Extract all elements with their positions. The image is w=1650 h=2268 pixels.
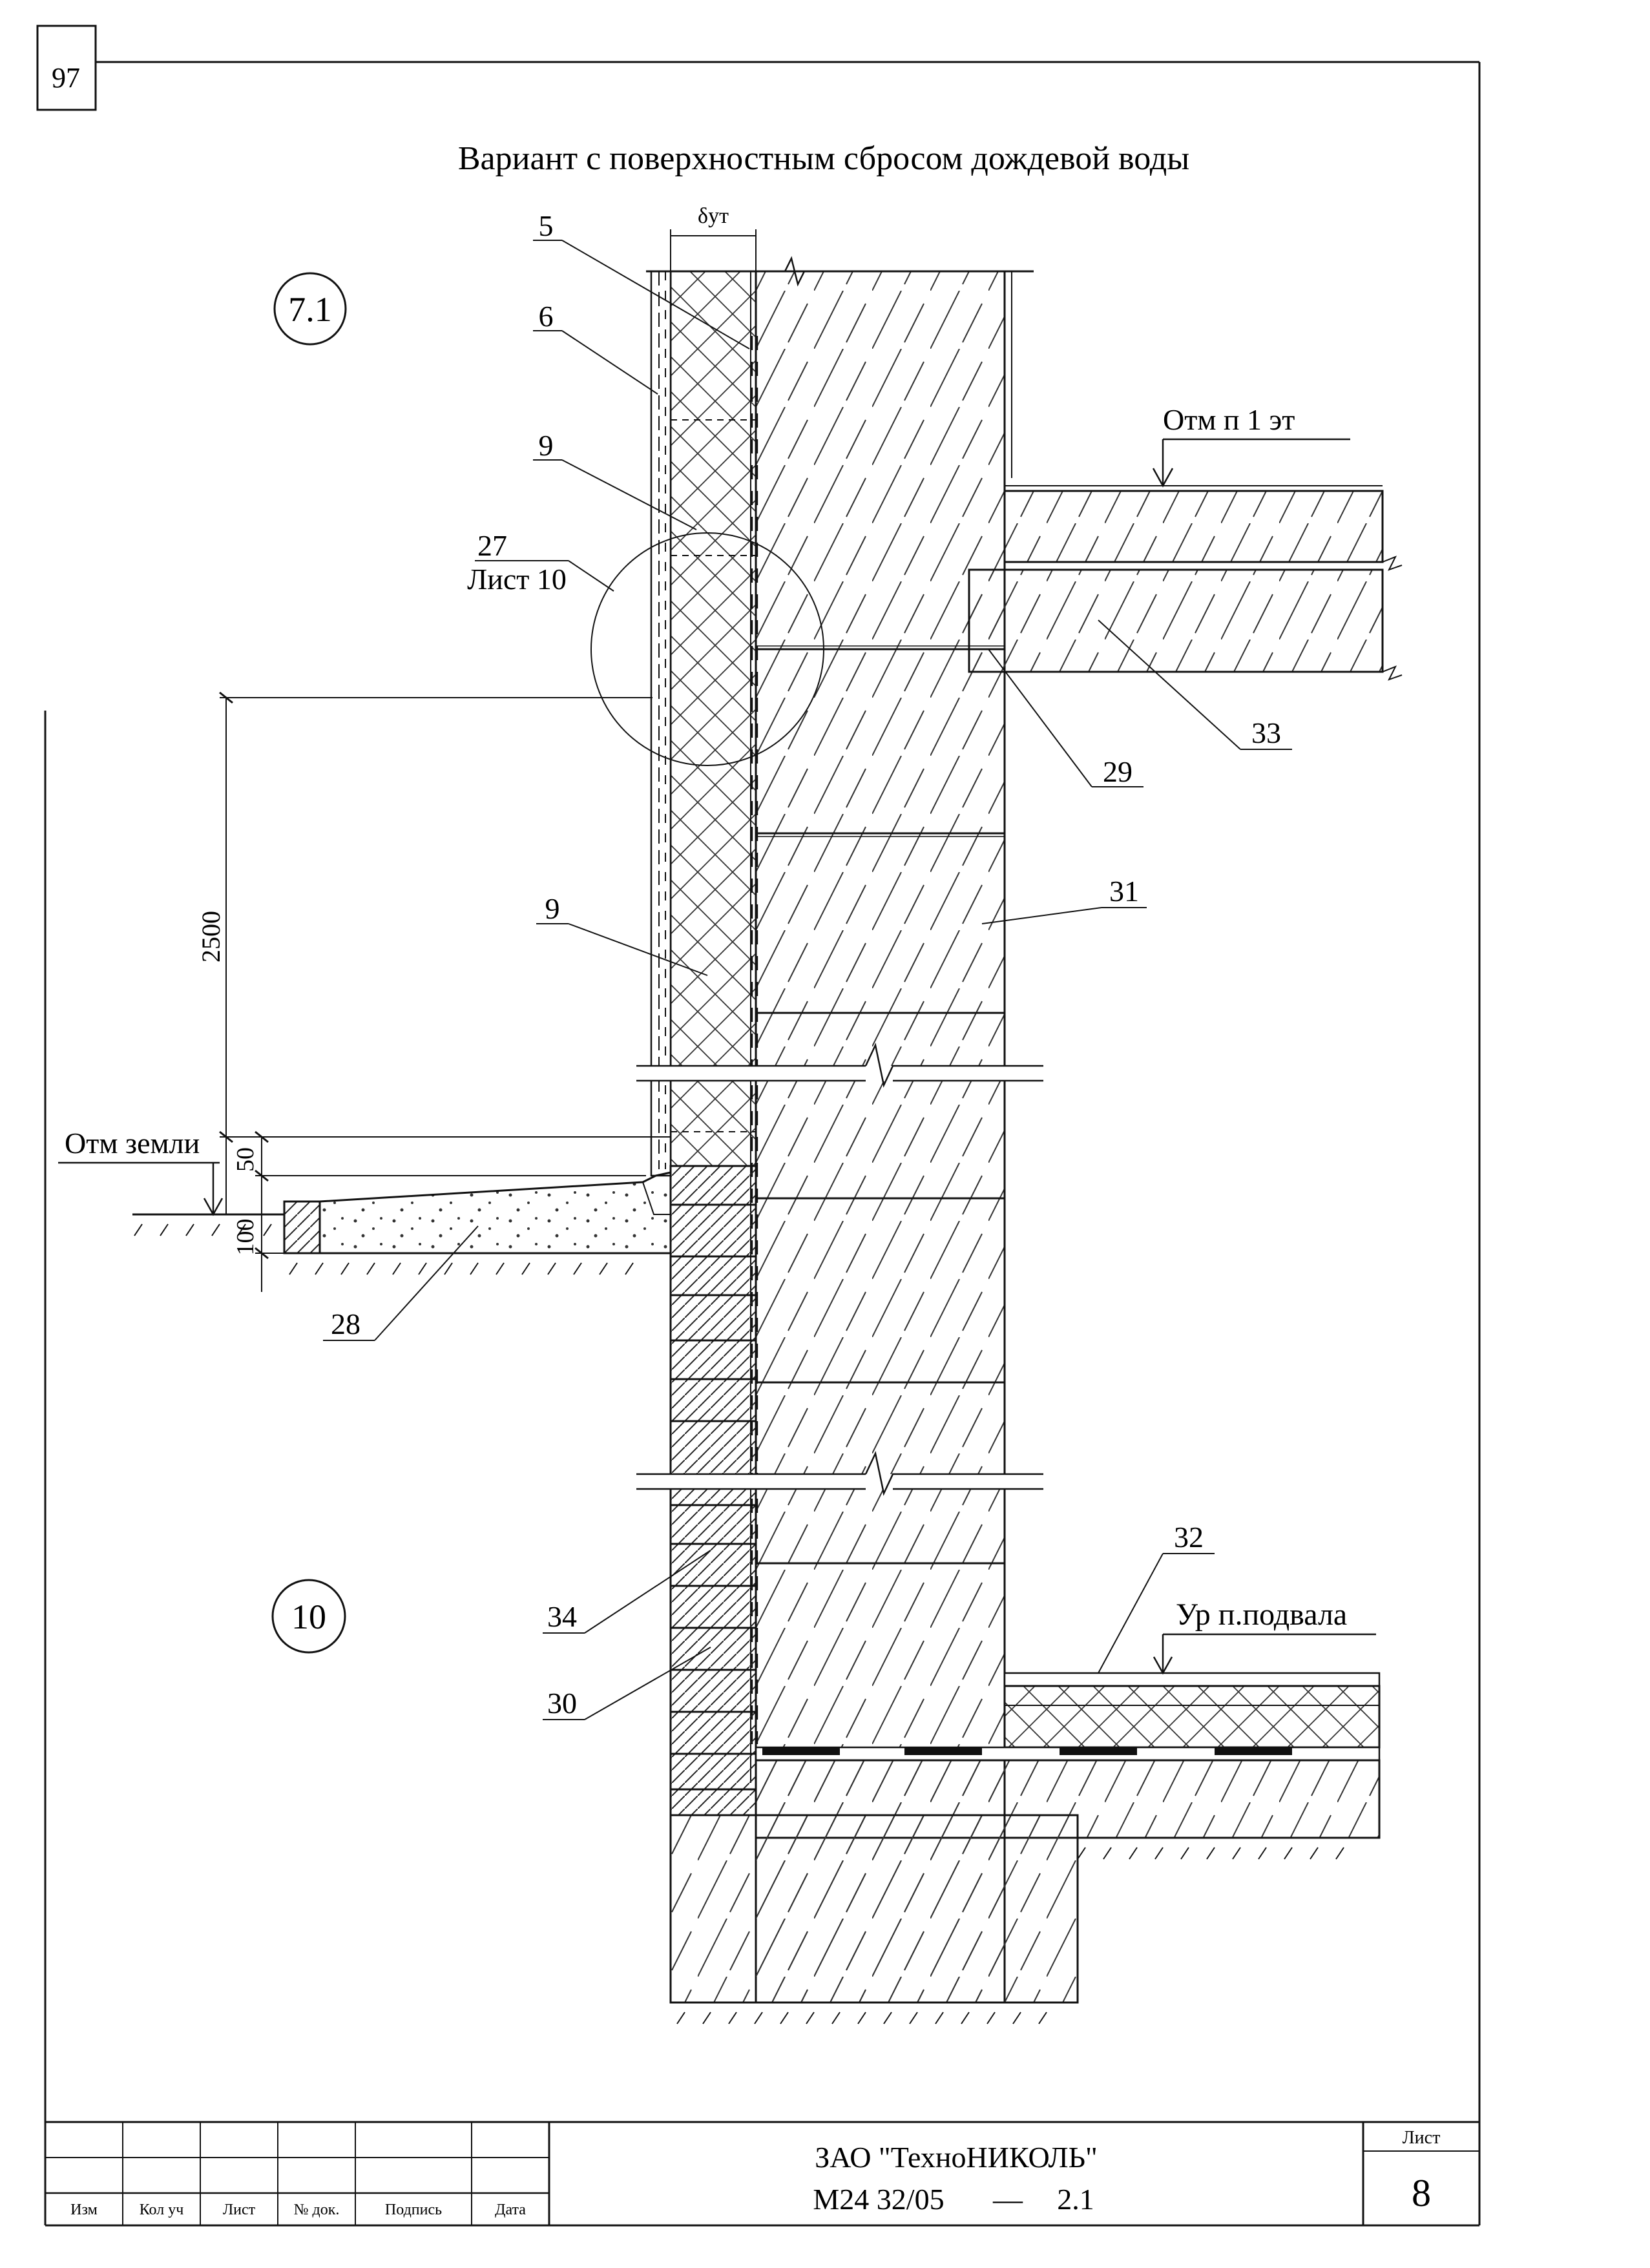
leader-28: 28	[331, 1307, 360, 1340]
node-callout-top: 7.1	[273, 272, 347, 346]
level-floor-1-label: Отм п 1 эт	[1163, 403, 1295, 436]
break-lines	[636, 256, 1043, 1496]
tb-code: М24 32/05	[813, 2183, 944, 2216]
foundation-wall	[755, 270, 1006, 2004]
tb-header-sheet: Лист	[223, 2201, 256, 2218]
basement-floor	[669, 1633, 1381, 2024]
leader-labels: 5 6 9 27 Лист 10 9 28 29 31 32 33 34 30	[331, 209, 1281, 1720]
detail-circle-27	[590, 532, 824, 766]
leader-27-sheet-ref: Лист 10	[467, 563, 567, 596]
leader-29: 29	[1103, 755, 1133, 788]
leader-33: 33	[1251, 716, 1281, 749]
leader-6: 6	[539, 300, 554, 333]
level-basement-label: Ур п.подвала	[1176, 1597, 1347, 1632]
ground-area	[58, 1161, 672, 1275]
level-ground-label: Отм земли	[65, 1127, 200, 1160]
floor-slab-1	[968, 438, 1403, 681]
wall-section: δут	[636, 204, 1043, 2004]
tb-header-date: Дата	[495, 2201, 526, 2218]
brick-joints	[671, 1203, 756, 1791]
leader-9-bottom: 9	[545, 892, 560, 925]
insulation-thickness-dimension	[670, 229, 757, 278]
tb-header-doc-no: № док.	[294, 2201, 340, 2218]
leader-lines	[323, 240, 1292, 1720]
leader-31: 31	[1109, 875, 1139, 908]
tb-header-qty: Кол уч	[140, 2201, 184, 2218]
dimension-50: 50	[232, 1147, 259, 1172]
title-block	[45, 2121, 1479, 2225]
leader-30: 30	[547, 1687, 577, 1720]
waterproofing-membrane	[751, 336, 758, 1744]
leader-9-top: 9	[539, 429, 554, 462]
tb-sheet-number: 8	[1412, 2172, 1431, 2214]
insulation-layer	[669, 270, 757, 1167]
page-number: 97	[52, 62, 80, 94]
leader-34: 34	[547, 1600, 577, 1633]
tb-header-signature: Подпись	[385, 2201, 442, 2218]
insulation-thickness-label: δут	[698, 204, 729, 228]
tb-dash: —	[992, 2183, 1023, 2216]
tb-variant: 2.1	[1057, 2183, 1094, 2216]
dimension-lines	[219, 691, 671, 1292]
sheet-frame	[36, 25, 1481, 2227]
leader-5: 5	[539, 209, 554, 242]
brick-protection	[669, 1165, 757, 1816]
node-callout-bottom: 10	[271, 1579, 346, 1654]
facade-plaster	[650, 270, 672, 1177]
dimension-100: 100	[232, 1219, 259, 1256]
leader-32: 32	[1174, 1521, 1204, 1554]
block-joints	[756, 645, 1005, 1565]
tb-sheet-label: Лист	[1403, 2128, 1441, 2148]
drawing-title: Вариант с поверхностным сбросом дождевой…	[458, 140, 1189, 177]
node-callout-bottom-label: 10	[291, 1597, 326, 1636]
node-callout-top-label: 7.1	[288, 290, 332, 329]
dimension-2500: 2500	[196, 911, 225, 962]
tb-company: ЗАО "ТехноНИКОЛЬ"	[815, 2141, 1098, 2174]
leader-27: 27	[477, 529, 507, 562]
tb-header-revision: Изм	[70, 2201, 98, 2218]
title-block-headers: Изм Кол уч Лист № док. Подпись Дата	[70, 2201, 526, 2218]
